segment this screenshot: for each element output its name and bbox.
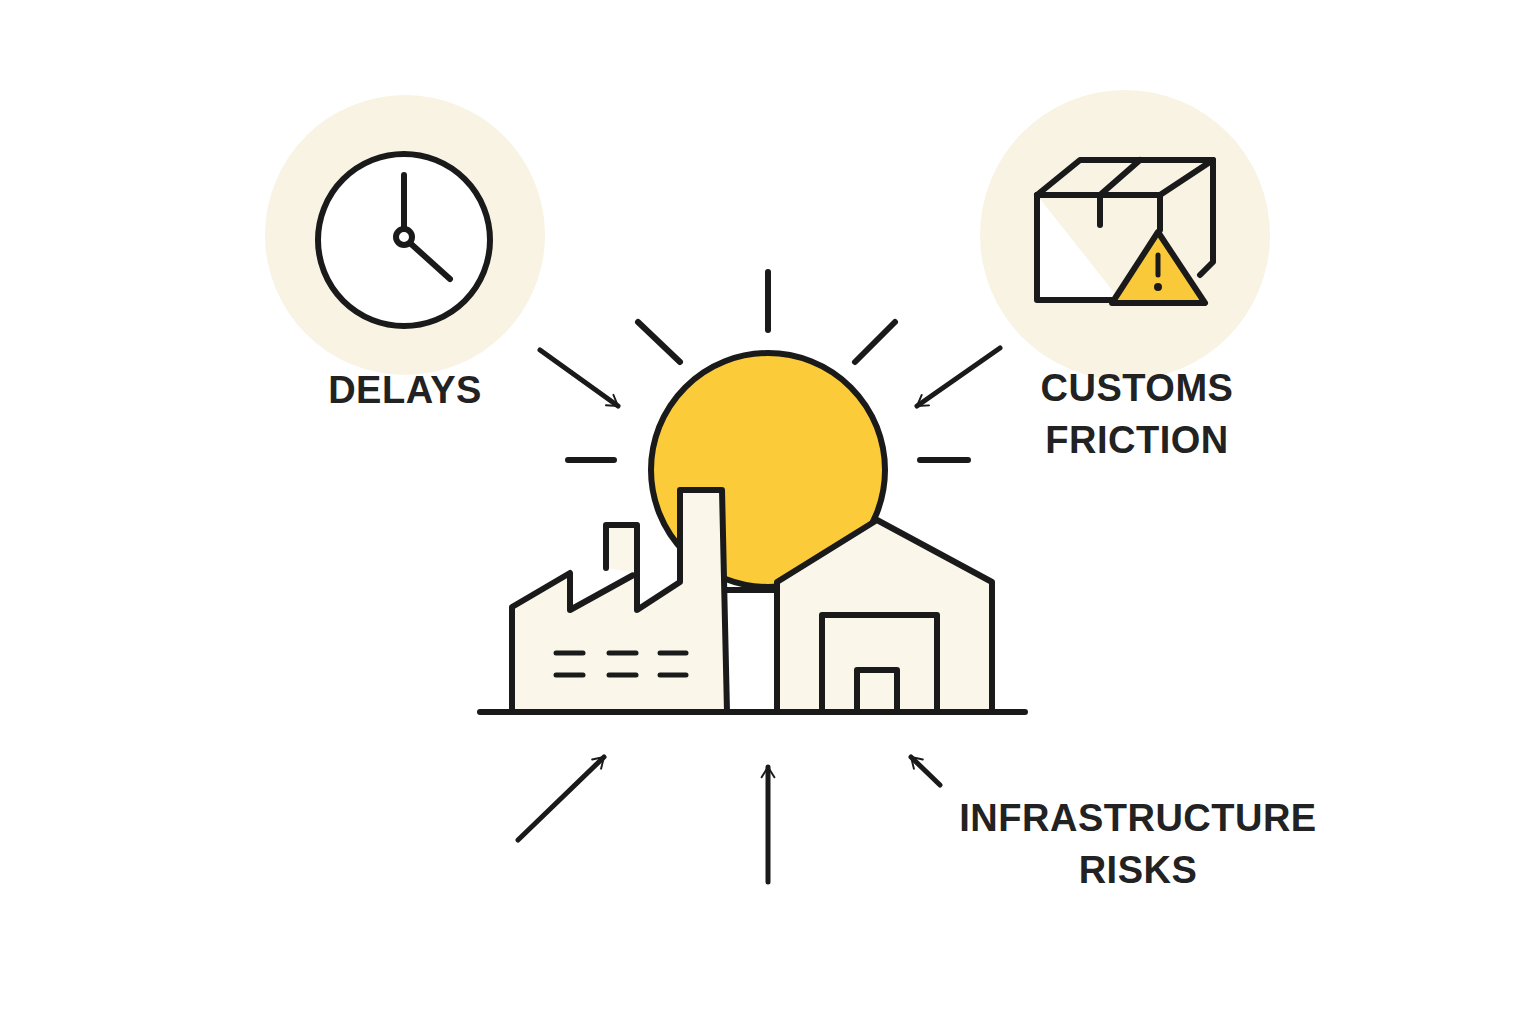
- customs-label: CUSTOMS FRICTION: [1007, 362, 1267, 466]
- factory: [512, 490, 777, 712]
- clock-icon: [318, 154, 490, 326]
- box-backdrop: [980, 90, 1270, 380]
- ground-line: [480, 709, 1025, 715]
- delays-label: DELAYS: [275, 364, 535, 416]
- package-icon: [1037, 160, 1213, 303]
- infrastructure-label: INFRASTRUCTURE RISKS: [928, 792, 1348, 896]
- pressure-arrows: [518, 348, 1000, 882]
- clock-backdrop: [265, 95, 545, 375]
- warehouse: [777, 520, 992, 712]
